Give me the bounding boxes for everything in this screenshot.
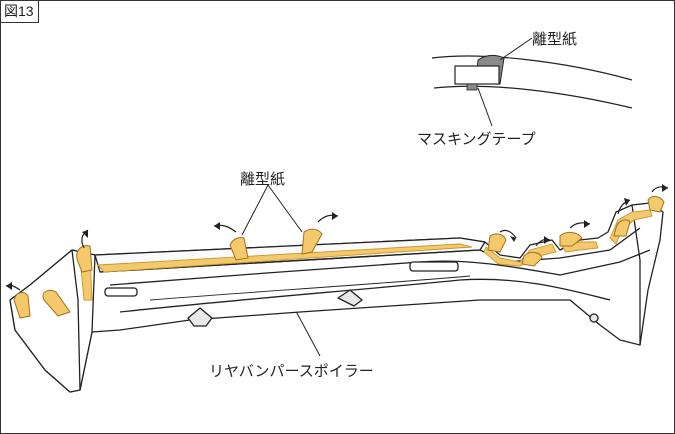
release-tab-r4 [613, 219, 631, 237]
inset-edge-line-top [431, 55, 633, 81]
peel-arrowhead-2 [332, 212, 338, 220]
inset-edge-line-bottom [433, 85, 633, 109]
left-end-cap [9, 249, 96, 393]
release-paper-label-middle: 離型紙 [240, 170, 286, 188]
peel-arrowhead-5 [584, 220, 590, 228]
release-tab-left-cap-3 [13, 292, 31, 319]
release-tab-left [229, 237, 249, 261]
tape-strip-right-1 [483, 243, 557, 267]
mount-clip-1 [187, 307, 213, 327]
inset-edge-detail [431, 55, 633, 109]
bottom-crease [119, 278, 611, 313]
figure-number: 図13 [1, 1, 39, 23]
peel-arrow-3 [499, 229, 517, 239]
tape-strip-main [97, 243, 473, 273]
right-cap-crease [631, 204, 641, 345]
peel-arrowhead-8 [82, 230, 88, 238]
release-tab-right [301, 228, 323, 255]
release-tab-r2 [521, 251, 543, 267]
leader-release-top [499, 37, 533, 61]
mount-clip-3 [589, 313, 599, 323]
release-tab-r1 [487, 233, 507, 253]
masking-tape-tail-icon [466, 83, 478, 91]
leader-masking-tape [477, 87, 493, 127]
left-cap-crease [71, 249, 81, 391]
left-slot [104, 287, 138, 297]
release-tab-r3 [559, 231, 583, 247]
bottom-crease-2 [149, 275, 471, 301]
release-paper-tabs [13, 195, 665, 319]
release-tab-r5 [647, 195, 665, 213]
lower-crease [109, 249, 651, 286]
center-slot [409, 261, 459, 272]
peel-arrowhead-9 [6, 282, 12, 290]
peel-arrowhead-6 [624, 198, 630, 206]
leader-release-right [267, 184, 303, 233]
peel-arrowhead-3 [510, 236, 516, 242]
peel-arrowhead-7 [662, 184, 668, 192]
masking-tape-label: マスキングテープ [417, 130, 536, 148]
leader-release-left [241, 184, 269, 236]
mount-clip-2 [337, 289, 363, 307]
peel-arrowheads [6, 184, 668, 290]
masking-tape-piece-icon [454, 65, 500, 85]
peel-arrowhead-1 [214, 222, 220, 230]
peel-arrowhead-4 [544, 236, 550, 244]
inset-tape-stack [454, 54, 505, 91]
release-tab-left-cap-1 [76, 245, 93, 273]
rear-bumper-spoiler-label: リヤバンパースポイラー [209, 362, 374, 380]
release-tab-left-cap-2 [42, 289, 71, 317]
release-paper-label-top: 離型紙 [532, 30, 578, 48]
